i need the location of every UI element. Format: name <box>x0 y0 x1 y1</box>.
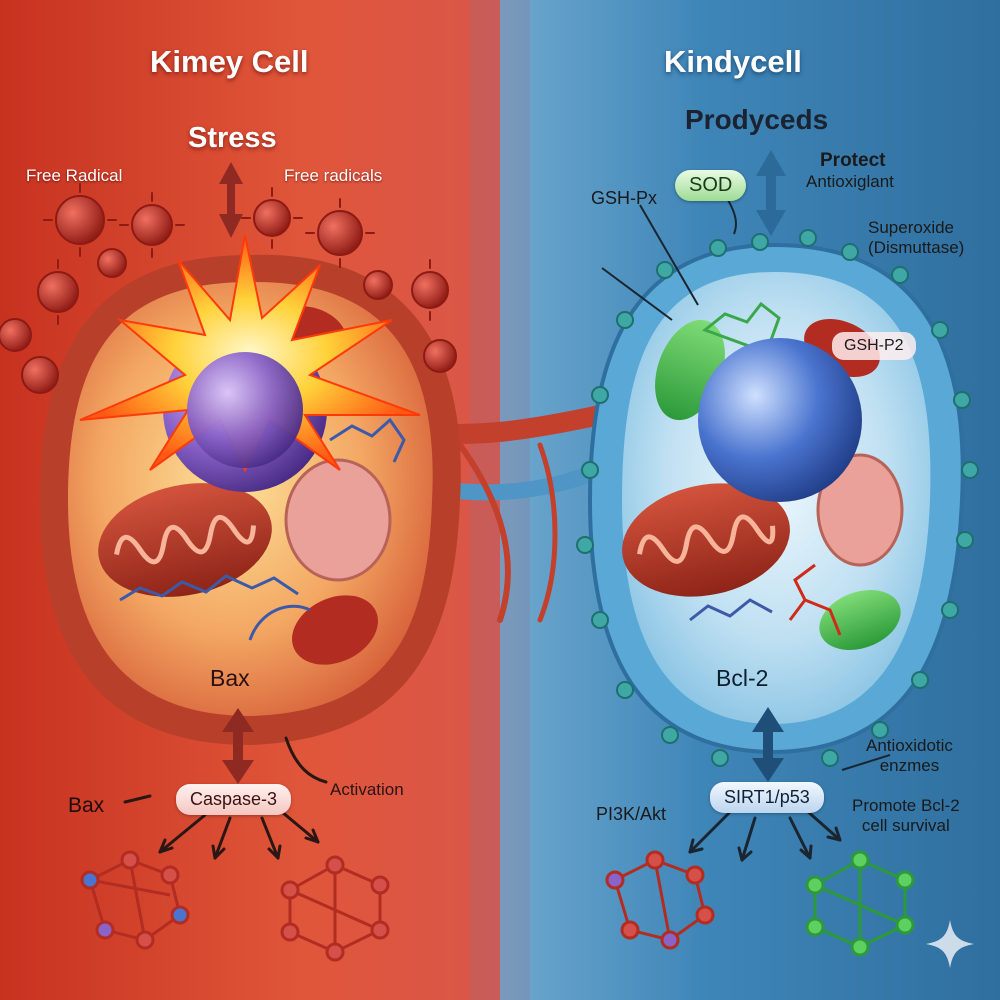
gsh-px-label: GSH-Px <box>591 188 658 208</box>
left-bax-network <box>119 417 406 641</box>
gsh-p2-badge: GSH-P2 <box>832 332 916 361</box>
antioxidant-label: Antioxiglant <box>806 172 894 191</box>
protect-label: Protect <box>820 150 886 171</box>
left-molecule-icon-2 <box>280 855 390 962</box>
stress-label: Stress <box>188 122 277 154</box>
left-caspase-double-arrow-icon <box>222 708 254 784</box>
right-cell <box>587 242 965 755</box>
left-pathway-arrows <box>123 736 328 860</box>
left-organelle-pink <box>284 458 392 582</box>
promote-bcl2-label: Promote Bcl-2 cell survival <box>852 796 960 835</box>
left-mitochondrion <box>98 483 272 597</box>
left-cell <box>40 234 461 745</box>
activation-label: Activation <box>330 780 404 799</box>
membrane-receptors <box>576 229 979 767</box>
bax-outer-label: Bax <box>68 794 105 817</box>
right-produced-double-arrow-icon <box>756 150 786 236</box>
sparkle-icon <box>926 920 974 968</box>
left-organelle-red-lower <box>292 595 378 665</box>
bcl2-label: Bcl-2 <box>716 665 769 691</box>
right-pathway-arrows <box>688 808 842 862</box>
right-molecule-icon <box>605 850 715 950</box>
left-stress-double-arrow-icon <box>219 162 243 238</box>
right-pointer-lines <box>601 199 891 771</box>
free-radical-spikes <box>43 183 431 325</box>
free-radicals-label: Free radicals <box>284 166 383 185</box>
pi3k-label: PI3K/Akt <box>596 804 667 824</box>
sirt-badge: SIRT1/p53 <box>710 782 824 813</box>
antioxidotic-enzymes-label: Antioxidotic enzmes <box>866 736 953 775</box>
caspase-badge: Caspase-3 <box>176 784 292 815</box>
sod-badge: SOD <box>675 170 747 201</box>
right-sirt-double-arrow-icon <box>752 707 784 782</box>
right-molecule-icon-2 <box>805 850 915 957</box>
bax-inner-label: Bax <box>210 665 250 691</box>
right-organelle-pink <box>816 453 904 567</box>
right-nucleus <box>698 338 862 502</box>
superoxide-label: Superoxide (Dismuttase) <box>868 218 965 257</box>
free-radical-label: Free Radical <box>26 166 123 185</box>
right-mitochondrion <box>622 483 790 597</box>
produced-label: Prodyceds <box>685 104 829 135</box>
left-molecule-icon <box>80 850 190 950</box>
right-panel-title: Kindycell <box>664 44 802 79</box>
free-radical-icons <box>0 195 457 394</box>
left-panel-title: Kimey Cell <box>150 44 309 79</box>
